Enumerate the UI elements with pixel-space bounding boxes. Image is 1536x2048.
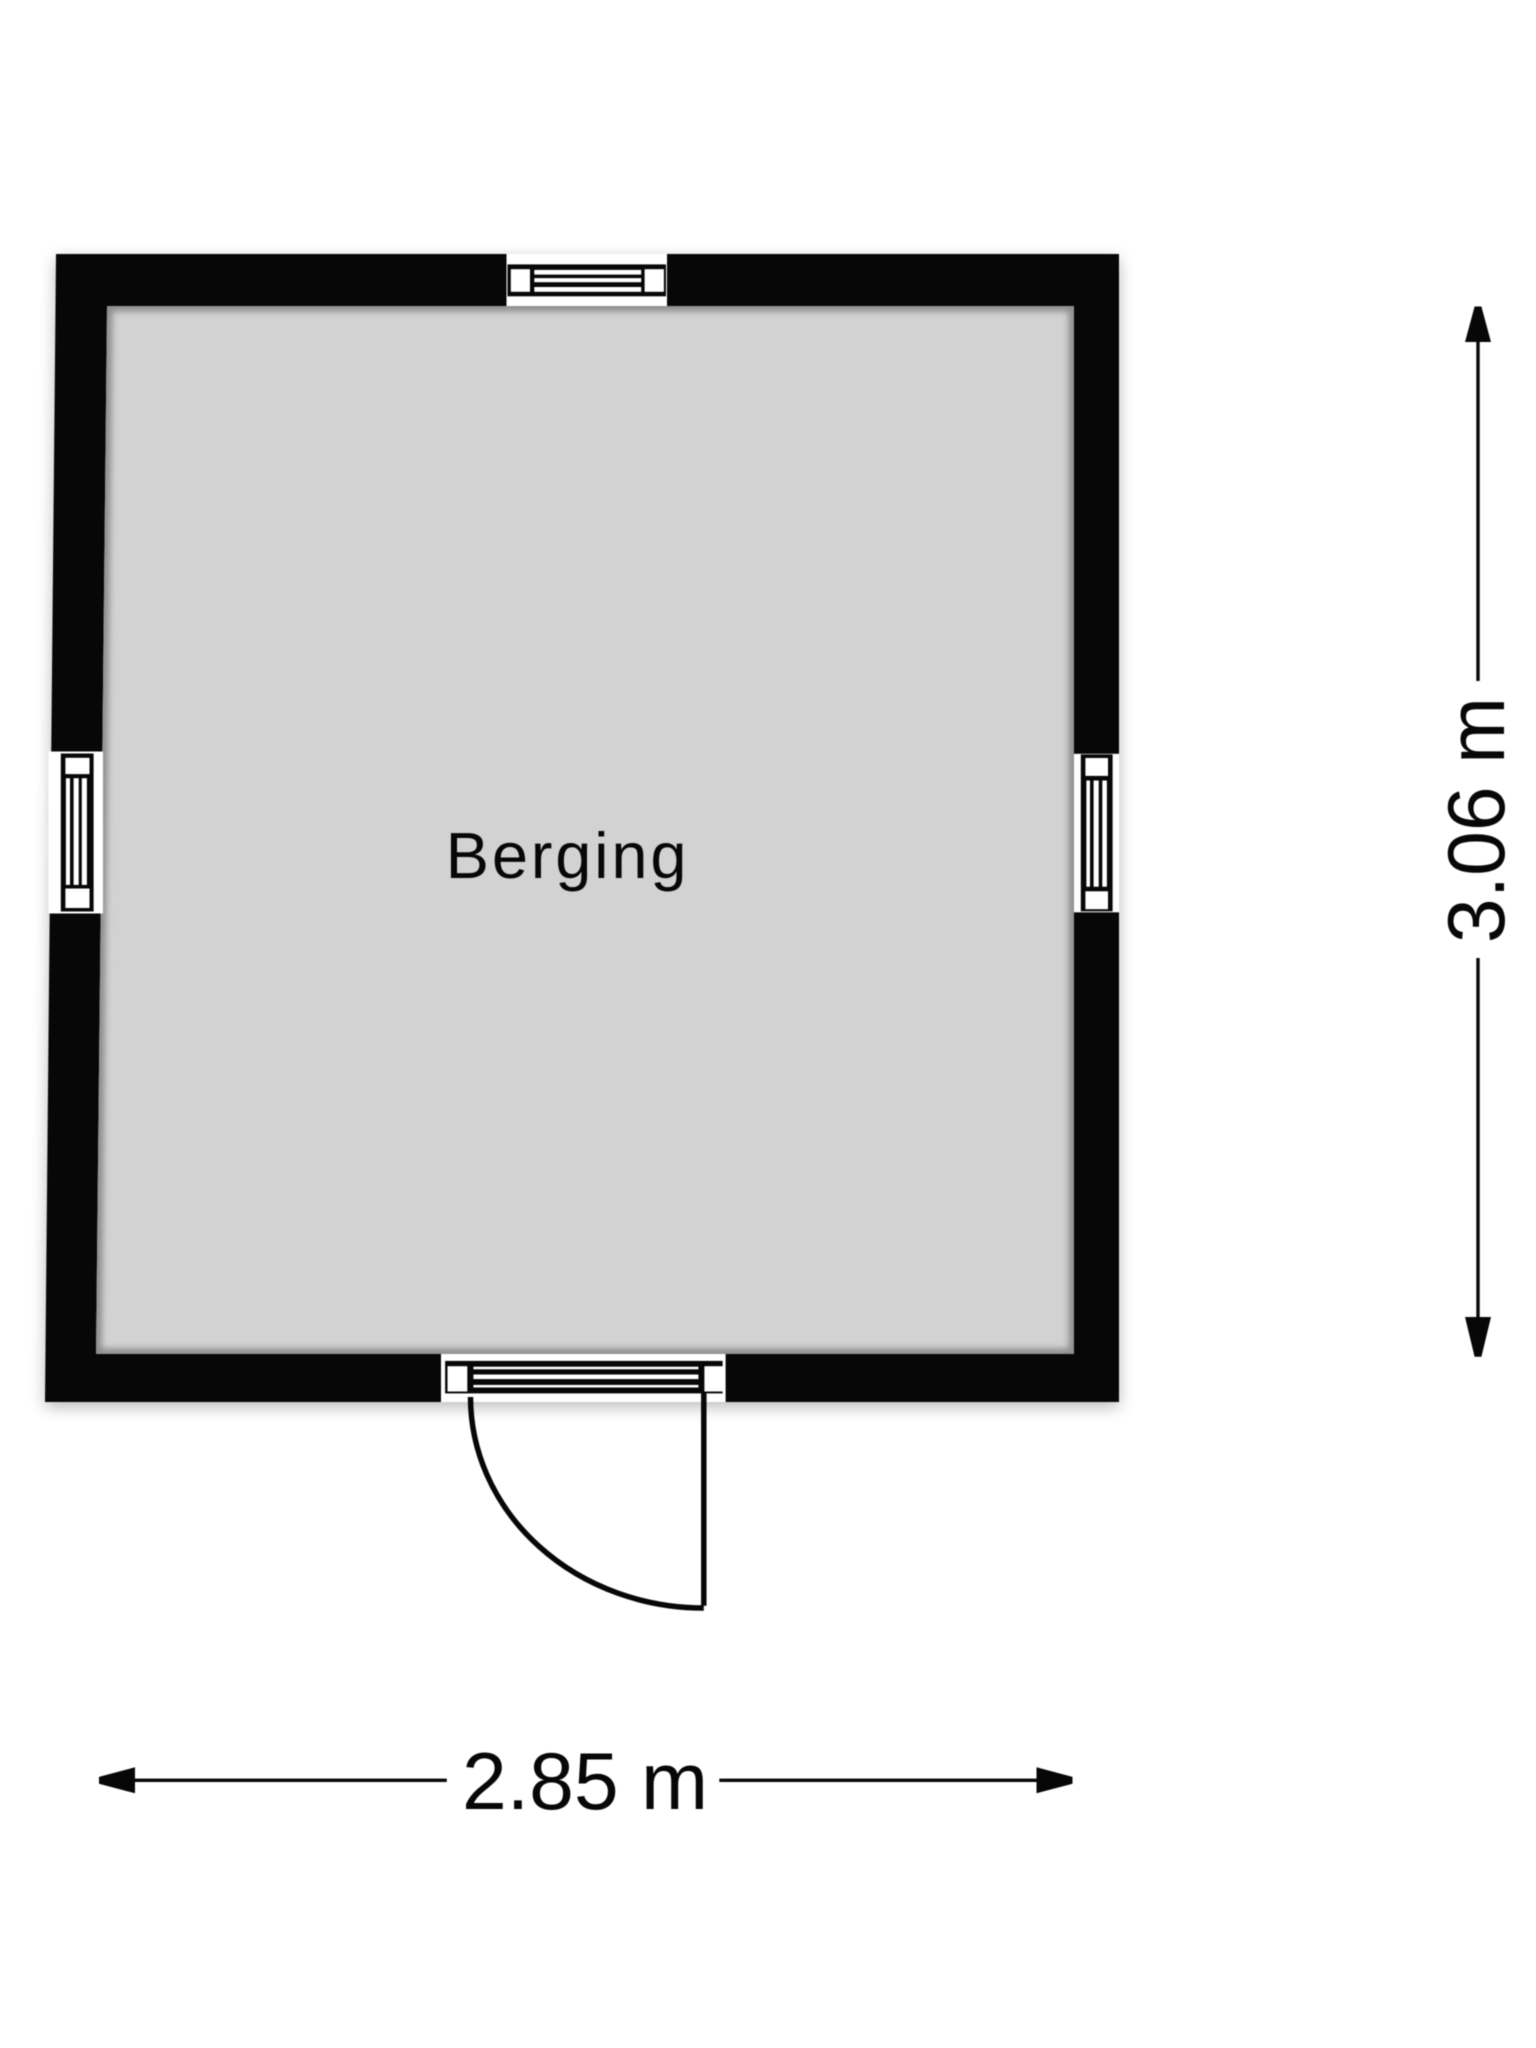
svg-text:Berging: Berging [446, 819, 690, 892]
svg-text:3.06 m: 3.06 m [1432, 697, 1522, 943]
svg-text:2.85 m: 2.85 m [462, 1737, 708, 1827]
